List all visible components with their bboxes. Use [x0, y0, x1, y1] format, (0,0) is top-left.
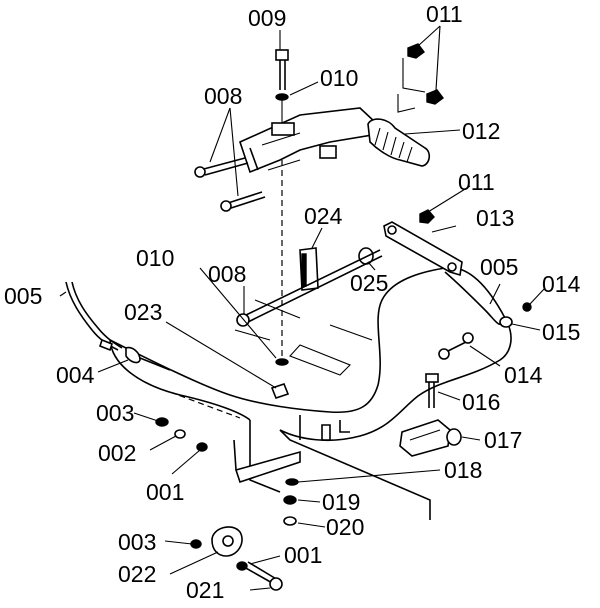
handle-assembly — [239, 107, 431, 174]
bolt-008-mid — [236, 249, 383, 327]
callout-002: 002 — [98, 440, 136, 466]
callout-020: 020 — [326, 514, 364, 540]
callout-003-bottom: 003 — [118, 529, 156, 555]
clamp-022 — [190, 526, 243, 557]
callout-004: 004 — [56, 362, 95, 388]
bracket-013 — [383, 209, 463, 277]
callout-015: 015 — [542, 319, 580, 345]
lower-linkage — [233, 420, 350, 484]
washers-018-019-020 — [283, 478, 299, 526]
bolt-008-top — [194, 132, 301, 212]
callout-014-top: 014 — [542, 271, 581, 297]
bolt-021 — [236, 561, 283, 591]
callout-013: 013 — [476, 205, 514, 231]
washers-002-003-top — [155, 417, 208, 452]
callout-005-right: 005 — [480, 254, 518, 280]
callout-016: 016 — [462, 389, 500, 415]
callout-014-bottom: 014 — [504, 362, 543, 388]
washer-010-mid — [275, 358, 289, 366]
bolt-014-bottom — [438, 332, 474, 360]
callout-001-mid: 001 — [146, 479, 184, 505]
callout-022: 022 — [118, 561, 156, 587]
callout-012: 012 — [462, 118, 500, 144]
callout-017: 017 — [484, 427, 522, 453]
washer-015 — [499, 316, 513, 328]
block-017 — [399, 419, 462, 457]
callout-021: 021 — [186, 577, 224, 603]
callout-005-left: 005 — [4, 283, 42, 309]
bolt-009 — [275, 49, 289, 360]
leader-lines — [59, 25, 546, 591]
callout-024: 024 — [304, 203, 343, 229]
nuts-011-top — [397, 43, 444, 113]
callout-labels: 009 011 010 008 012 011 024 013 010 008 … — [4, 1, 581, 603]
callout-010-mid: 010 — [136, 245, 174, 271]
callout-010-top: 010 — [320, 65, 358, 91]
callout-008-top: 008 — [204, 83, 242, 109]
cable-005-left — [65, 281, 171, 371]
callout-001-bottom: 001 — [284, 542, 322, 568]
bolt-014-top — [522, 302, 532, 312]
callout-023: 023 — [124, 299, 162, 325]
callout-018: 018 — [444, 457, 482, 483]
callout-009: 009 — [248, 5, 286, 31]
callout-008-mid: 008 — [208, 261, 246, 287]
callout-019: 019 — [322, 489, 360, 515]
callout-011-mid: 011 — [458, 169, 495, 195]
chassis-frame — [109, 266, 512, 520]
callout-003-top: 003 — [96, 400, 134, 426]
nut-023 — [270, 383, 290, 399]
bolt-016 — [425, 373, 439, 408]
callout-011-top: 011 — [426, 1, 463, 27]
callout-025: 025 — [350, 270, 388, 296]
